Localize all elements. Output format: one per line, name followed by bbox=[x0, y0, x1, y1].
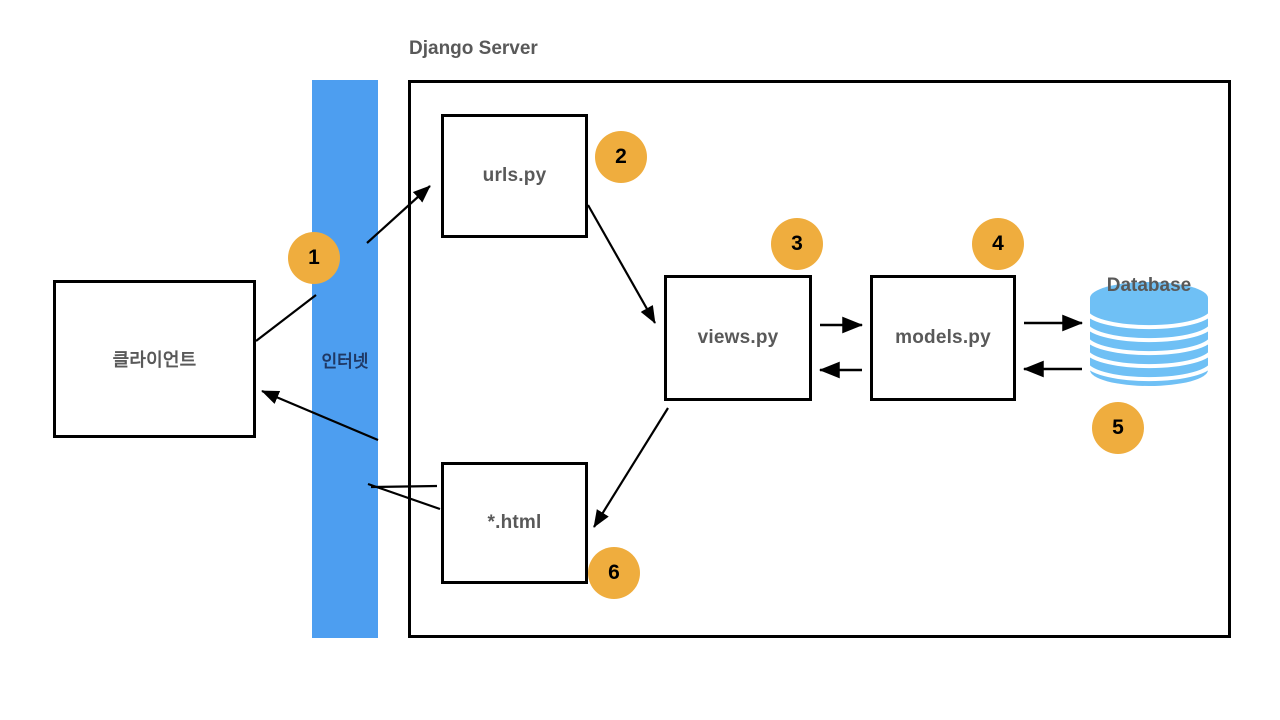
html-template-label: *.html bbox=[487, 512, 542, 533]
edge-client-to-internet bbox=[255, 294, 317, 342]
client-label: 클라이언트 bbox=[112, 350, 197, 370]
html-template-box: *.html bbox=[441, 462, 588, 584]
urls-py-box: urls.py bbox=[441, 114, 588, 238]
django-server-frame bbox=[408, 80, 1231, 638]
step-badge-1[interactable]: 1 bbox=[288, 232, 340, 284]
models-py-label: models.py bbox=[895, 327, 991, 348]
step-badge-3[interactable]: 3 bbox=[771, 218, 823, 270]
client-box: 클라이언트 bbox=[53, 280, 256, 438]
views-py-label: views.py bbox=[697, 327, 779, 348]
views-py-box: views.py bbox=[664, 275, 812, 401]
internet-label: 인터넷 bbox=[321, 351, 369, 371]
database-label: Database bbox=[1106, 275, 1192, 296]
internet-bar: 인터넷 bbox=[312, 80, 378, 638]
step-badge-5[interactable]: 5 bbox=[1092, 402, 1144, 454]
step-badge-2[interactable]: 2 bbox=[595, 131, 647, 183]
urls-py-label: urls.py bbox=[482, 165, 547, 186]
step-badge-6[interactable]: 6 bbox=[588, 547, 640, 599]
step-badge-4[interactable]: 4 bbox=[972, 218, 1024, 270]
database-cylinder bbox=[1090, 282, 1208, 386]
models-py-box: models.py bbox=[870, 275, 1016, 401]
django-server-title: Django Server bbox=[409, 38, 538, 59]
